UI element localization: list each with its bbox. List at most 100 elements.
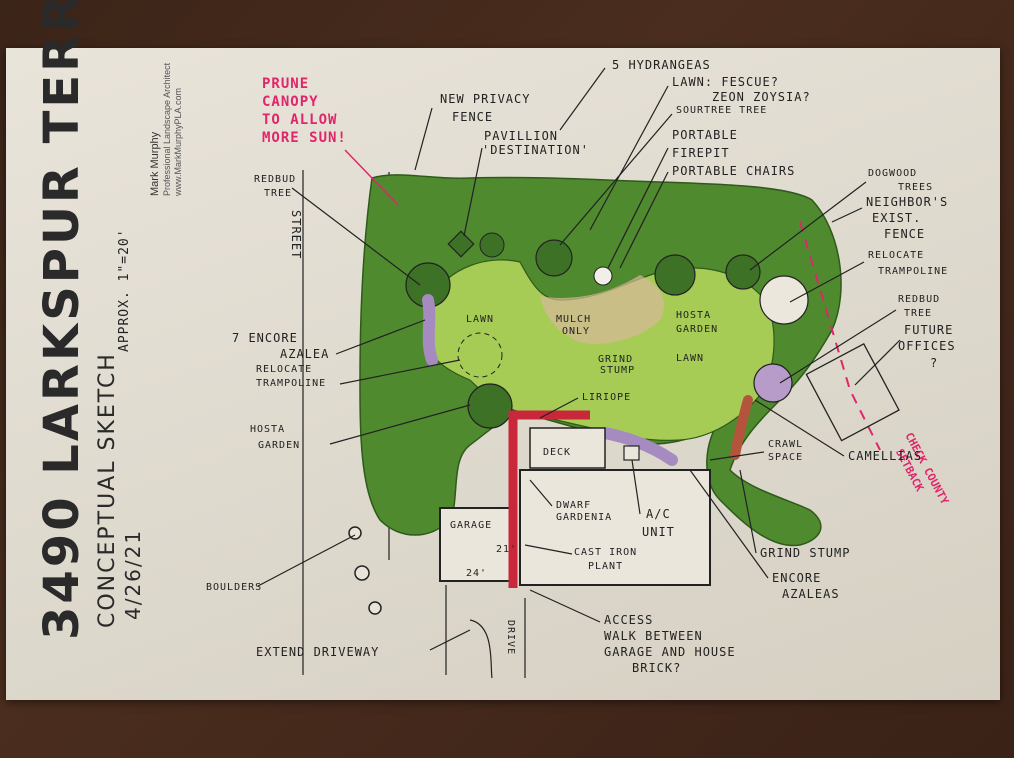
designer-website: www.MarkMurphyPLA.com [173, 88, 183, 197]
garage-footprint [439, 507, 516, 582]
prune-arrow [344, 149, 399, 206]
label-ac-2: UNIT [642, 525, 675, 539]
label-dogwood-1: DOGWOOD [868, 168, 917, 179]
label-azalea-1: 7 ENCORE [232, 331, 298, 345]
liriope-border [508, 410, 590, 588]
boulder-3 [368, 601, 382, 615]
azalea-bed-left [422, 294, 438, 366]
title: 3490 LARKSPUR TERR. [34, 0, 90, 640]
label-access-3: GARAGE AND HOUSE [604, 645, 736, 659]
label-redbud-left-2: TREE [264, 188, 292, 199]
label-lawn-b: LAWN [676, 353, 704, 364]
label-crawl-2: SPACE [768, 452, 803, 463]
label-castiron-2: PLANT [588, 561, 623, 572]
prune-note-1: PRUNE [262, 76, 309, 92]
label-hosta-left-1: HOSTA [250, 424, 285, 435]
label-encore-lower-1: ENCORE [772, 571, 821, 585]
label-camellias: CAMELLIAS [848, 449, 922, 463]
dogwood-tree-1 [654, 254, 696, 296]
deck [529, 427, 606, 469]
label-future-1: FUTURE [904, 323, 953, 337]
label-future-2: OFFICES [898, 339, 956, 353]
ac-unit [623, 445, 640, 461]
hosta-garden-left [467, 383, 513, 429]
label-garage-width: 24' [466, 568, 487, 579]
label-deck: DECK [543, 447, 571, 458]
label-redbud-right-2: TREE [904, 308, 932, 319]
title-block: 3490 LARKSPUR TERR. [34, 0, 90, 640]
label-grind-stump-lower: GRIND STUMP [760, 546, 850, 560]
label-access-4: BRICK? [632, 661, 681, 675]
scale-note: APPROX. 1"=20' [117, 228, 132, 352]
leader-lines [257, 67, 901, 651]
label-relocate-left-2: TRAMPOLINE [256, 378, 326, 389]
label-pavilion-1: PAVILLION [484, 129, 558, 143]
label-castiron-1: CAST IRON [574, 547, 637, 558]
trampoline-right [759, 275, 809, 325]
pavilion [447, 230, 475, 258]
label-azalea-2: AZALEA [280, 347, 329, 361]
label-crawl-1: CRAWL [768, 439, 803, 450]
mulch-area [540, 275, 664, 344]
azalea-bed-house [599, 427, 678, 466]
label-garage: GARAGE [450, 520, 492, 531]
label-boulders: BOULDERS [206, 582, 262, 593]
prune-note-2: CANOPY [262, 94, 319, 110]
label-hosta-right-2: GARDEN [676, 324, 718, 335]
sourtree-tree [535, 239, 573, 277]
label-hosta-right-1: HOSTA [676, 310, 711, 321]
label-relocate-right-1: RELOCATE [868, 250, 924, 261]
label-sourtree: SOURTREE TREE [676, 105, 767, 116]
label-drive: DRIVE [505, 620, 516, 655]
designer-role: Professional Landscape Architect [162, 62, 172, 196]
label-lawn-type-2: ZEON ZOYSIA? [712, 90, 811, 104]
label-chairs: PORTABLE CHAIRS [672, 164, 795, 178]
date: 4/26/21 [121, 529, 145, 620]
firepit [593, 266, 613, 286]
label-lawn-type-1: LAWN: FESCUE? [672, 75, 779, 89]
label-relocate-left-1: RELOCATE [256, 364, 312, 375]
label-neighbor-1: NEIGHBOR'S [866, 195, 948, 209]
label-garage-depth: 21' [496, 544, 517, 555]
label-neighbor-3: FENCE [884, 227, 925, 241]
prune-note-3: TO ALLOW [262, 112, 337, 128]
label-grind-1: GRIND [598, 354, 633, 365]
label-lawn-a: LAWN [466, 314, 494, 325]
label-hosta-left-2: GARDEN [258, 440, 300, 451]
label-grind-2: STUMP [600, 365, 635, 376]
label-firepit-2: FIREPIT [672, 146, 730, 160]
street-label: STREET [289, 210, 303, 259]
subtitle: CONCEPTUAL SKETCH [95, 352, 120, 628]
future-offices-box [805, 342, 900, 442]
label-mulch-2: ONLY [562, 326, 590, 337]
driveway-extension [469, 619, 493, 679]
house-footprint [519, 469, 711, 586]
label-new-fence-1: NEW PRIVACY [440, 92, 530, 106]
small-tree [479, 232, 505, 258]
camellias-bed [730, 395, 753, 460]
label-ac-1: A/C [646, 507, 671, 521]
prune-note-4: MORE SUN! [262, 130, 347, 146]
redbud-tree-right [753, 363, 793, 403]
label-mulch-1: MULCH [556, 314, 591, 325]
designer-name: Mark Murphy [149, 131, 161, 196]
label-neighbor-2: EXIST. [872, 211, 921, 225]
label-relocate-right-2: TRAMPOLINE [878, 266, 948, 277]
label-new-fence-2: FENCE [452, 110, 493, 124]
label-gardenia-1: DWARF [556, 500, 591, 511]
label-firepit-1: PORTABLE [672, 128, 738, 142]
label-redbud-left-1: REDBUD [254, 174, 296, 185]
label-gardenia-2: GARDENIA [556, 512, 612, 523]
label-extend-driveway: EXTEND DRIVEWAY [256, 645, 379, 659]
label-pavilion-2: 'DESTINATION' [482, 143, 589, 157]
label-dogwood-2: TREES [898, 182, 933, 193]
label-encore-lower-2: AZALEAS [782, 587, 840, 601]
label-future-3: ? [930, 356, 938, 370]
label-redbud-right-1: REDBUD [898, 294, 940, 305]
label-hydrangeas: 5 HYDRANGEAS [612, 58, 711, 72]
boulder-2 [354, 565, 370, 581]
label-access-1: ACCESS [604, 613, 653, 627]
dogwood-tree-2 [725, 254, 761, 290]
setback-line [799, 221, 881, 451]
